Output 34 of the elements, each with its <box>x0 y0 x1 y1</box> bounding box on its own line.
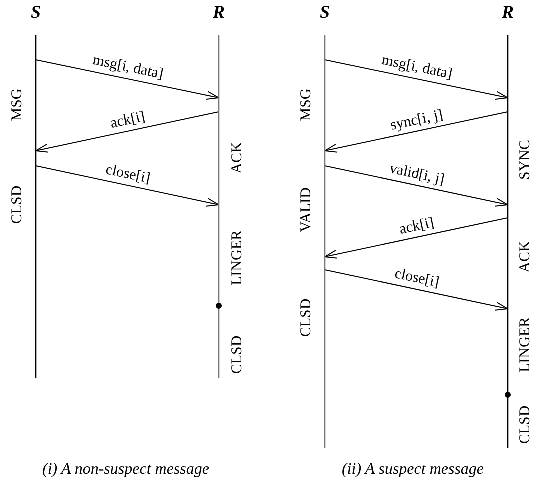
lifeline-heading: S <box>31 2 41 22</box>
state-label: SYNC <box>518 140 534 180</box>
lifeline-heading: R <box>213 2 225 22</box>
message-arrow <box>324 166 508 207</box>
subfigure-caption: (ii) A suspect message <box>342 461 484 479</box>
message-label: ack[i] <box>108 110 146 132</box>
message-label: close[i] <box>104 162 152 187</box>
lifeline-heading: S <box>320 2 330 22</box>
state-label: VALID <box>300 188 314 232</box>
state-label: CLSD <box>300 298 314 338</box>
message-label: msg[i, data] <box>90 53 164 83</box>
lifeline-heading: R <box>502 2 514 22</box>
message-arrow <box>36 166 220 207</box>
message-arrow <box>324 60 508 100</box>
message-label: sync[i, j] <box>388 108 444 134</box>
state-label: LINGER <box>518 318 534 372</box>
state-label: MSG <box>300 88 314 122</box>
message-arrow <box>324 112 508 153</box>
message-label: valid[i, j] <box>388 161 446 188</box>
message-arrow <box>324 218 508 259</box>
state-label: LINGER <box>230 230 246 286</box>
message-label: ack[i] <box>398 216 436 238</box>
state-label: CLSD <box>230 336 246 374</box>
state-label: MSG <box>10 88 26 122</box>
state-label: CLSD <box>10 186 26 224</box>
message-label: close[i] <box>392 266 440 291</box>
message-arrow <box>36 60 220 100</box>
state-label: CLSD <box>518 406 534 444</box>
subfigure-caption: (i) A non-suspect message <box>42 461 210 479</box>
state-label: ACK <box>230 142 246 174</box>
message-arrow <box>324 270 508 311</box>
state-label: ACK <box>518 241 534 273</box>
message-label: msg[i, data] <box>380 53 454 83</box>
message-arrow <box>36 112 220 153</box>
